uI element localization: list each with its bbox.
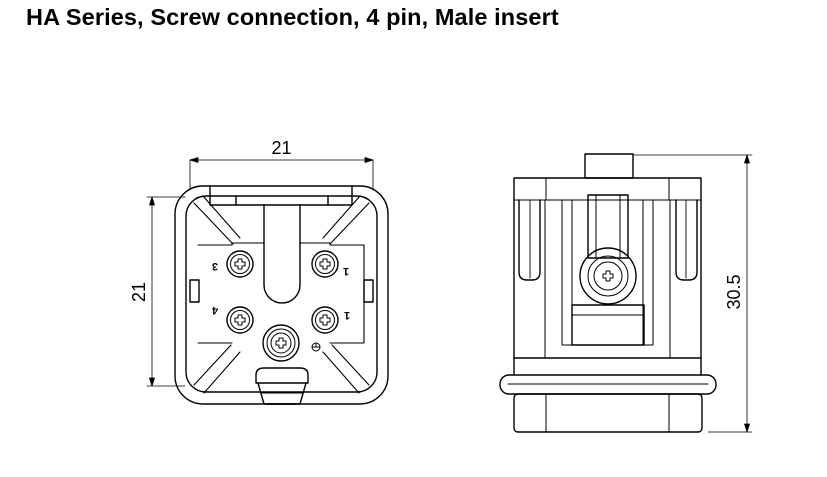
pin-label-1: 1 [343,265,349,277]
side-screw [579,247,637,305]
left-latch [189,279,200,303]
side-height-dimension [632,154,753,433]
height-dimension [146,196,186,387]
pin-screw-3 [226,250,254,278]
corner-ribs [193,195,370,394]
side-view: 30.5 [499,153,753,433]
width-label: 21 [271,138,291,158]
pin-label-3: 3 [212,260,218,272]
center-rail [587,194,629,259]
front-view: 21 21 [129,138,389,405]
side-body [513,177,702,359]
insert-body [197,242,365,344]
right-latch [363,279,374,303]
bottom-section [513,393,703,433]
bottom-clip [255,367,309,405]
ground-symbol-icon [311,342,321,352]
flange [499,374,717,395]
pin-screw-2 [311,250,339,278]
top-stub [584,153,634,179]
side-panel-lines [544,199,671,359]
inner-housing [185,195,378,393]
top-slot [209,185,353,206]
left-grip [518,199,541,281]
lower-box [571,304,645,346]
page-title: HA Series, Screw connection, 4 pin, Male… [26,4,559,30]
pin-screw-4 [226,306,254,334]
pin-label-4: 4 [211,304,218,316]
width-dimension [189,157,374,191]
side-height-label: 30.5 [724,274,744,309]
center-channel [263,204,301,304]
pin-screw-1 [311,306,339,334]
right-grip [675,199,698,281]
ground-screw [262,324,300,362]
height-label: 21 [129,282,149,302]
pin-label-1b: 1 [344,309,350,321]
